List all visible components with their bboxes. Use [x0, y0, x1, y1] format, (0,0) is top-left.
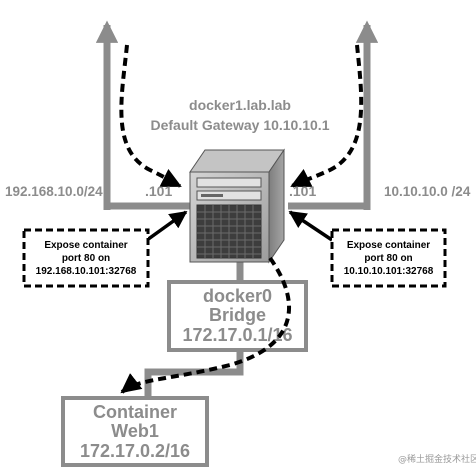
- right-callout-arrow: [288, 210, 333, 242]
- container-box: [61, 396, 209, 467]
- right-callout-box: [330, 228, 447, 288]
- left-inbound-dashed-arrow: [119, 44, 182, 188]
- right-callout-line3: 10.10.10.101:32768: [344, 266, 434, 277]
- left-interface-ip: .101: [145, 183, 172, 199]
- left-subnet-label: 192.168.10.0/24: [5, 184, 103, 199]
- right-callout-line1: Expose container: [347, 240, 430, 251]
- host-hostname: docker1.lab.lab: [189, 97, 291, 113]
- bridge-name: docker0: [203, 286, 272, 306]
- bridge-box: [167, 280, 308, 352]
- right-subnet-label: 10.10.10.0 /24: [384, 184, 471, 199]
- left-callout-box: [22, 228, 150, 288]
- bridge-ip: 172.17.0.1/16: [182, 325, 292, 345]
- right-callout-line2: port 80 on: [364, 253, 412, 264]
- left-callout-line3: 192.168.10.101:32768: [36, 266, 137, 277]
- container-dashed-arrow: [120, 256, 291, 394]
- container-ip: 172.17.0.2/16: [80, 441, 190, 461]
- bridge-type: Bridge: [209, 305, 266, 325]
- left-callout-line2: port 80 on: [62, 253, 110, 264]
- left-callout-arrow: [145, 210, 188, 242]
- bridge-container-link: [144, 350, 244, 398]
- right-inbound-dashed-arrow: [290, 44, 364, 188]
- server-tower-icon: [189, 148, 285, 264]
- host-gateway: Default Gateway 10.10.10.1: [151, 117, 330, 133]
- container-name: Web1: [111, 421, 159, 441]
- watermark: @稀土掘金技术社区: [398, 453, 476, 465]
- left-callout-line1: Expose container: [44, 240, 127, 251]
- container-label: Container: [93, 402, 177, 422]
- right-interface-ip: .101: [289, 183, 316, 199]
